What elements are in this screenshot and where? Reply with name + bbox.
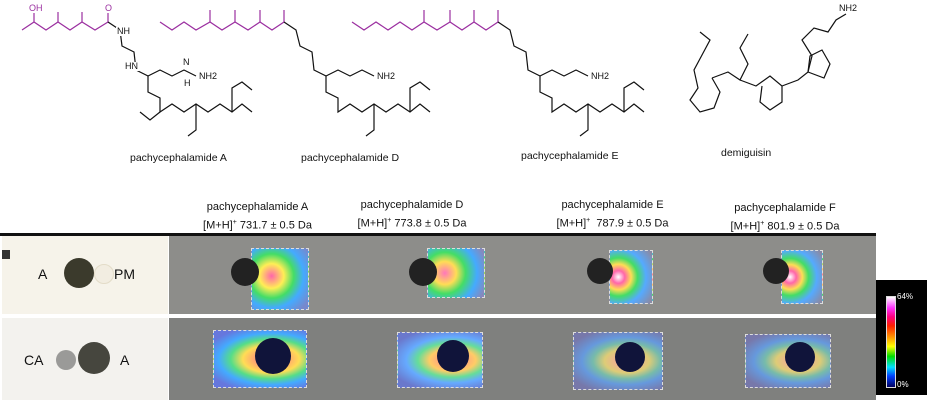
compound-title: pachycephalamide F: [734, 202, 836, 214]
colony: [615, 342, 645, 372]
ion-label: [M+H]: [556, 217, 587, 230]
panel-header: pachycephalamide D [M+H]+ 773.8 ± 0.5 Da: [312, 198, 512, 232]
colorbar-max: 64%: [897, 292, 914, 301]
compound-title: pachycephalamide A: [206, 201, 309, 213]
photo-row1: A PM: [2, 236, 168, 314]
msi-row2: [169, 318, 876, 400]
ion-map-e: [609, 250, 653, 304]
ion-map-a: [251, 248, 309, 310]
panel-header: pachycephalamide E [M+H]+ 787.9 ± 0.5 Da: [540, 198, 685, 232]
label-a: A: [120, 352, 130, 368]
compound-title: pachycephalamide E: [561, 199, 664, 211]
colony: [409, 258, 437, 286]
label-a: A: [38, 266, 48, 282]
label-pm: PM: [114, 266, 135, 282]
colorbar: 64% 0%: [876, 280, 927, 395]
msi-row1: [169, 236, 876, 314]
atom-label-h: H: [183, 78, 192, 88]
structure-demiguisin: [689, 13, 847, 113]
structure-pachycephalamide-d: [159, 10, 431, 137]
colony-a: [78, 342, 110, 374]
structure-pachycephalamide-e: [351, 10, 645, 137]
colony: [231, 258, 259, 286]
charge: +: [387, 217, 392, 224]
atom-label-oh: OH: [28, 3, 44, 13]
colorbar-gradient: [886, 296, 896, 388]
atom-label-nh: NH: [116, 26, 131, 36]
atom-label-nh2: NH2: [590, 71, 611, 81]
ion-label: [M+H]: [357, 217, 388, 230]
atom-label-nh2: NH2: [838, 3, 859, 13]
atom-label-nh2: NH2: [376, 71, 397, 81]
structure-label: pachycephalamide A: [130, 152, 227, 164]
structure-label: demiguisin: [721, 147, 772, 159]
compound-title: pachycephalamide D: [360, 199, 464, 211]
photo-row2: CA A: [2, 318, 168, 400]
panel-header: pachycephalamide A [M+H]+ 731.7 ± 0.5 Da: [190, 200, 325, 234]
colony: [785, 342, 815, 372]
charge: +: [232, 219, 237, 226]
mass-value: 787.9 ± 0.5 Da: [596, 217, 669, 230]
colorbar-min: 0%: [897, 380, 909, 389]
charge: +: [760, 220, 765, 227]
structure-label: pachycephalamide D: [301, 152, 400, 164]
atom-label-o: O: [104, 3, 114, 13]
colony: [437, 340, 469, 372]
ion-map-f: [781, 250, 823, 304]
colony-pm: [94, 264, 114, 284]
colony-ca: [56, 350, 76, 370]
divider: [0, 233, 876, 236]
colony: [763, 258, 789, 284]
mass-value: 731.7 ± 0.5 Da: [239, 219, 312, 232]
chemical-structures: [21, 10, 847, 137]
colony: [255, 338, 291, 374]
colony: [587, 258, 613, 284]
ion-map-a: [213, 330, 307, 388]
ion-label: [M+H]: [730, 220, 761, 233]
atom-label-n: N: [182, 57, 191, 67]
mass-value: 801.9 ± 0.5 Da: [767, 220, 840, 233]
atom-label-nh2: NH2: [198, 71, 219, 81]
mass-value: 773.8 ± 0.5 Da: [394, 217, 467, 230]
structure-label: pachycephalamide E: [521, 150, 619, 162]
ion-label: [M+H]: [203, 219, 233, 232]
label-ca: CA: [24, 352, 44, 368]
panel-header: pachycephalamide F [M+H]+ 801.9 ± 0.5 Da: [715, 201, 855, 235]
colony-a: [64, 258, 94, 288]
atom-label-hn: HN: [124, 61, 139, 71]
charge: +: [586, 217, 591, 224]
structure-pachycephalamide-a: [21, 12, 253, 137]
